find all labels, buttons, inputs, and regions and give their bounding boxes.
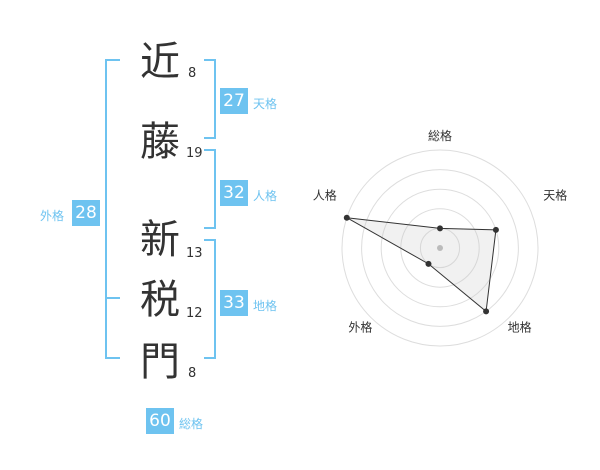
radar-polygon bbox=[346, 217, 497, 313]
radar-grid-circle bbox=[341, 149, 539, 347]
soukaku-label: 総格 bbox=[179, 417, 204, 431]
name-char-5: 門 bbox=[140, 339, 180, 385]
tenkaku-value: 27 bbox=[220, 88, 248, 114]
radar-axis-label-3: 地格 bbox=[508, 319, 532, 334]
radar-center-dot bbox=[437, 245, 443, 251]
radar-axis-label-1: 総格 bbox=[428, 128, 452, 143]
gaikaku-value: 28 bbox=[72, 200, 100, 226]
name-char-2: 藤 bbox=[140, 119, 180, 165]
jinkaku-value: 32 bbox=[220, 180, 248, 206]
jinkaku-label: 人格 bbox=[253, 189, 278, 203]
jinkaku-bracket bbox=[204, 149, 216, 229]
tenkaku-bracket bbox=[204, 59, 216, 139]
stroke-count-2: 19 bbox=[186, 146, 203, 161]
gaikaku-bracket bbox=[105, 59, 120, 359]
tenkaku-label: 天格 bbox=[253, 97, 278, 111]
radar-axis-label-4: 外格 bbox=[348, 319, 372, 334]
chikaku-label: 地格 bbox=[253, 299, 278, 313]
radar-axis-label-5: 人格 bbox=[313, 188, 337, 203]
name-char-1: 近 bbox=[140, 39, 180, 85]
radar-point-1 bbox=[437, 225, 443, 232]
name-char-3: 新 bbox=[140, 217, 180, 263]
radar-grid-circle bbox=[380, 188, 500, 308]
radar-grid-circle bbox=[361, 169, 519, 327]
stroke-count-5: 8 bbox=[188, 366, 197, 381]
radar-point-4 bbox=[425, 260, 432, 267]
stroke-count-1: 8 bbox=[188, 66, 197, 81]
name-char-4: 税 bbox=[140, 277, 180, 323]
stroke-count-4: 12 bbox=[186, 306, 203, 321]
bracket-lines bbox=[105, 59, 216, 359]
soukaku-value: 60 bbox=[146, 408, 174, 434]
chikaku-value: 33 bbox=[220, 290, 248, 316]
stroke-count-3: 13 bbox=[186, 246, 203, 261]
gaikaku-label: 外格 bbox=[40, 209, 65, 223]
radar-point-3 bbox=[483, 308, 490, 315]
radar-point-2 bbox=[492, 226, 499, 233]
chikaku-bracket bbox=[204, 239, 216, 359]
radar-point-5 bbox=[343, 214, 350, 221]
radar-axis-label-2: 天格 bbox=[543, 188, 567, 203]
